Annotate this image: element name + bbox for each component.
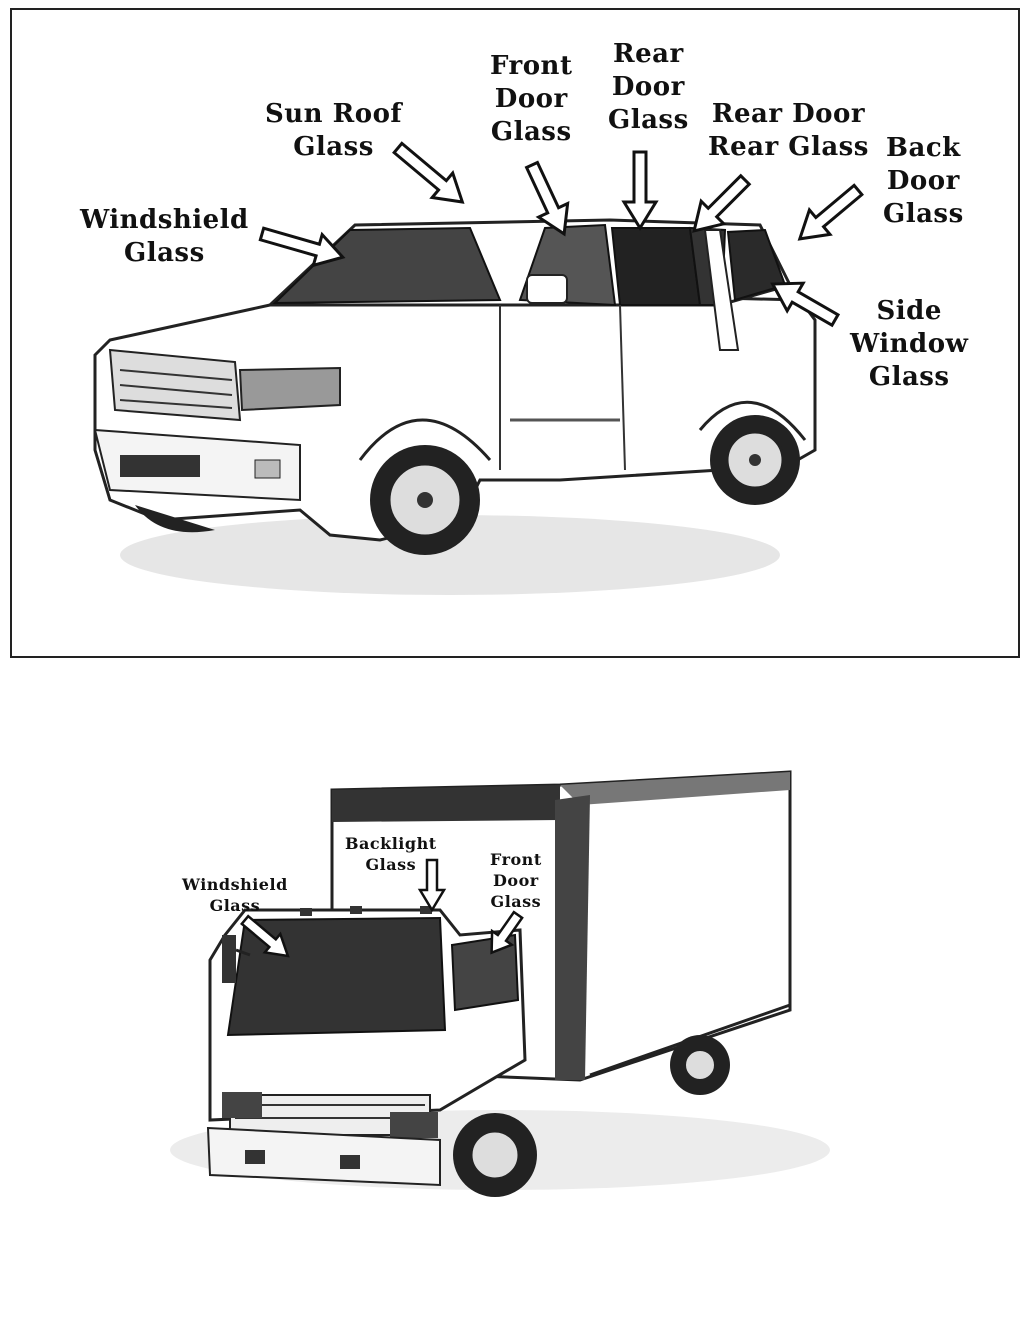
- truck-illustration: [170, 770, 830, 1197]
- label-back-door-glass: Back Door Glass: [883, 133, 964, 229]
- label-truck-windshield-glass: Windshield Glass: [182, 875, 288, 915]
- suv-illustration: [93, 218, 817, 595]
- arrow-rear-door: [621, 150, 659, 231]
- arrow-side-window: [770, 281, 841, 328]
- suv-rear-door-glass: [610, 227, 702, 306]
- arrow-back-door: [797, 183, 864, 241]
- label-truck-backlight-glass: Backlight Glass: [345, 834, 437, 874]
- label-truck-front-door-glass: Front Door Glass: [490, 850, 542, 911]
- label-rear-door-rear-glass: Rear Door Rear Glass: [708, 99, 869, 162]
- label-front-door-glass: Front Door Glass: [490, 51, 573, 147]
- label-windshield-glass: Windshield Glass: [80, 205, 249, 268]
- suv-arrows: [258, 141, 864, 328]
- arrow-front-door: [524, 160, 570, 237]
- label-sun-roof-glass: Sun Roof Glass: [265, 99, 403, 162]
- arrow-sun-roof: [392, 141, 465, 204]
- arrow-truck-front-door: [490, 910, 524, 955]
- grille-badge: ISUZU: [285, 1042, 349, 1062]
- arrow-rear-door-rear: [692, 173, 752, 233]
- label-rear-door-glass: Rear Door Glass: [608, 39, 689, 135]
- arrow-truck-backlight: [417, 858, 447, 913]
- arrow-truck-windshield: [240, 914, 290, 958]
- label-side-window-glass: Side Window Glass: [850, 296, 969, 392]
- arrow-windshield: [258, 226, 346, 268]
- suv-windshield: [272, 226, 502, 305]
- truck-arrows: [240, 858, 524, 958]
